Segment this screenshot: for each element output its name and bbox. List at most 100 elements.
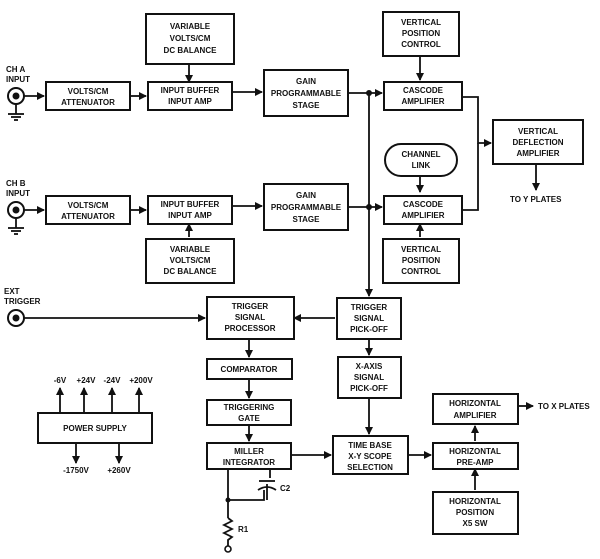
label-v-neg6: -6V [54, 376, 67, 385]
block-trig-proc-line-2: SIGNAL [235, 313, 265, 322]
block-atten-b-line-1: VOLTS/CM [68, 201, 109, 210]
block-hpos: HORIZONTAL POSITION X5 SW [432, 491, 519, 535]
block-vpos-top-line-3: CONTROL [401, 40, 441, 49]
block-timebase-line-3: SELECTION [347, 463, 393, 472]
block-gain-a-line-3: STAGE [293, 101, 321, 110]
ch-b-connector-icon [7, 201, 25, 235]
wire-cascodea-vdefl [462, 96, 492, 147]
block-buffer-b: INPUT BUFFER INPUT AMP [147, 195, 233, 225]
label-c2: C2 [280, 484, 291, 493]
block-var-top-line-1: VARIABLE [170, 22, 211, 31]
block-power-supply: POWER SUPPLY [37, 412, 153, 444]
label-ext-line-2: TRIGGER [4, 297, 41, 306]
label-to-x-plates: TO X PLATES [538, 402, 590, 411]
label-ch-a-line-2: INPUT [6, 75, 30, 84]
block-vpos-bot-line-3: CONTROL [401, 267, 441, 276]
block-cascode-a-line-1: CASCODE [403, 86, 444, 95]
block-timebase: TIME BASE X-Y SCOPE SELECTION [332, 435, 409, 475]
label-v-p260: +260V [107, 466, 131, 475]
block-atten-b: VOLTS/CM ATTENUATOR [45, 195, 131, 225]
block-var-top: VARIABLE VOLTS/CM DC BALANCE [145, 13, 235, 65]
label-v-neg24: -24V [104, 376, 122, 385]
block-hpre-line-2: PRE-AMP [457, 458, 495, 467]
block-trig-proc-line-1: TRIGGER [232, 302, 269, 311]
label-v-p24: +24V [77, 376, 97, 385]
block-gain-b-line-3: STAGE [293, 215, 321, 224]
label-ch-a-line-1: CH A [6, 65, 25, 74]
label-r1: R1 [238, 525, 249, 534]
r1-terminal [224, 545, 232, 553]
block-gain-a-line-1: GAIN [296, 77, 316, 86]
block-miller: MILLER INTEGRATOR [206, 442, 292, 470]
block-buffer-b-line-2: INPUT AMP [168, 211, 212, 220]
block-channel-link-line-1: CHANNEL [401, 150, 440, 159]
block-comparator: COMPARATOR [206, 358, 293, 380]
block-hpos-line-3: X5 SW [463, 519, 488, 528]
label-ch-b-line-2: INPUT [6, 189, 30, 198]
block-channel-link-line-2: LINK [412, 161, 431, 170]
block-trig-gate-line-2: GATE [238, 414, 260, 423]
block-trig-pick-line-3: PICK-OFF [350, 325, 388, 334]
block-vdefl-line-3: AMPLIFIER [516, 149, 559, 158]
block-var-bot: VARIABLE VOLTS/CM DC BALANCE [145, 238, 235, 284]
junction-c2 [225, 497, 231, 503]
label-v-neg1750: -1750V [63, 466, 89, 475]
block-xaxis-pick-line-1: X-AXIS [356, 362, 383, 371]
block-trig-gate-line-1: TRIGGERING [224, 403, 275, 412]
wires [24, 56, 540, 553]
block-gain-a: GAIN PROGRAMMABLE STAGE [263, 69, 349, 117]
block-xaxis-pick: X-AXIS SIGNAL PICK-OFF [337, 356, 402, 399]
ext-trigger-connector-icon [7, 309, 25, 327]
block-trig-pick-line-2: SIGNAL [354, 314, 384, 323]
block-xaxis-pick-line-2: SIGNAL [354, 373, 384, 382]
label-v-p200: +200V [129, 376, 153, 385]
junction-b [366, 204, 372, 210]
block-cascode-b: CASCODE AMPLIFIER [383, 195, 463, 225]
block-timebase-line-1: TIME BASE [348, 441, 392, 450]
block-hamp-line-2: AMPLIFIER [453, 411, 496, 420]
block-var-bot-line-1: VARIABLE [170, 245, 211, 254]
block-miller-line-2: INTEGRATOR [223, 458, 275, 467]
block-cascode-b-line-1: CASCODE [403, 200, 444, 209]
block-var-bot-line-3: DC BALANCE [164, 267, 218, 276]
block-xaxis-pick-line-3: PICK-OFF [350, 384, 388, 393]
block-var-top-line-3: DC BALANCE [164, 46, 218, 55]
block-trig-pick-line-1: TRIGGER [351, 303, 388, 312]
r1-resistor [221, 517, 235, 546]
label-to-y-plates: TO Y PLATES [510, 195, 562, 204]
block-hamp: HORIZONTAL AMPLIFIER [432, 393, 519, 425]
block-buffer-a: INPUT BUFFER INPUT AMP [147, 81, 233, 111]
block-hpre-line-1: HORIZONTAL [449, 447, 501, 456]
block-vpos-top-line-1: VERTICAL [401, 18, 441, 27]
block-vpos-bot-line-2: POSITION [402, 256, 440, 265]
block-trig-proc: TRIGGER SIGNAL PROCESSOR [206, 296, 295, 340]
wire-cascodeb-vdefl [462, 143, 479, 211]
block-vpos-bot: VERTICAL POSITION CONTROL [382, 238, 460, 284]
wire-c2-bottom [228, 490, 265, 501]
block-atten-b-line-2: ATTENUATOR [61, 212, 115, 221]
block-var-top-line-2: VOLTS/CM [170, 34, 211, 43]
block-var-bot-line-2: VOLTS/CM [170, 256, 211, 265]
block-atten-a: VOLTS/CM ATTENUATOR [45, 81, 131, 111]
block-hamp-line-1: HORIZONTAL [449, 399, 501, 408]
block-vdefl-line-1: VERTICAL [518, 127, 558, 136]
block-gain-b-line-2: PROGRAMMABLE [271, 203, 342, 212]
block-gain-b-line-1: GAIN [296, 191, 316, 200]
block-hpos-line-2: POSITION [456, 508, 494, 517]
block-comparator-line-1: COMPARATOR [221, 365, 278, 374]
junction-a [366, 90, 372, 96]
block-channel-link: CHANNEL LINK [384, 143, 458, 177]
block-trig-gate: TRIGGERING GATE [206, 399, 292, 426]
block-vdefl: VERTICAL DEFLECTION AMPLIFIER [492, 119, 584, 165]
block-vpos-bot-line-1: VERTICAL [401, 245, 441, 254]
block-hpre: HORIZONTAL PRE-AMP [432, 442, 519, 470]
block-gain-b: GAIN PROGRAMMABLE STAGE [263, 183, 349, 231]
block-gain-a-line-2: PROGRAMMABLE [271, 89, 342, 98]
block-vdefl-line-2: DEFLECTION [512, 138, 563, 147]
block-trig-pick: TRIGGER SIGNAL PICK-OFF [336, 297, 402, 340]
block-atten-a-line-2: ATTENUATOR [61, 98, 115, 107]
block-buffer-a-line-1: INPUT BUFFER [161, 86, 220, 95]
block-atten-a-line-1: VOLTS/CM [68, 87, 109, 96]
